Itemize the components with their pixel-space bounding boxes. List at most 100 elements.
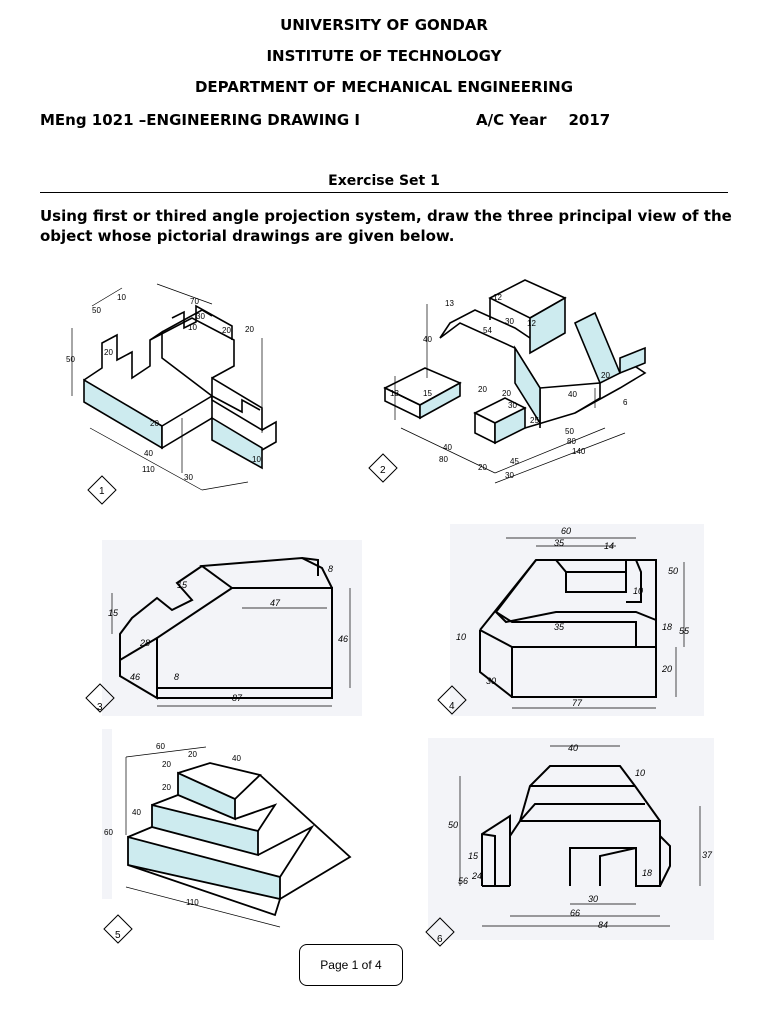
figure-3-number: 3 (97, 702, 103, 713)
figure-5-dim-d: 20 (162, 760, 171, 769)
figure-4-dim-l: 77 (572, 698, 583, 708)
figure-2-dim-c: 30 (505, 317, 514, 326)
figure-4-dim-k: 20 (661, 664, 672, 674)
figure-3-dim-c: 28 (139, 638, 150, 648)
figure-1-dim-n: 10 (252, 455, 261, 464)
figure-6-dim-i: 30 (588, 894, 598, 904)
figure-6-dim-c: 50 (448, 820, 458, 830)
figure-4-drawing: 60 35 14 50 10 10 35 18 55 30 20 77 4 (437, 524, 704, 716)
figure-3-dim-f: 46 (338, 634, 348, 644)
figure-4-dim-d: 50 (668, 566, 678, 576)
figure-2-dim-k: 30 (508, 401, 517, 410)
page-indicator: Page 1 of 4 (299, 944, 403, 986)
figure-6-dim-g: 37 (702, 850, 713, 860)
figure-3-dim-h: 8 (174, 672, 179, 682)
figure-2-dim-i: 20 (478, 385, 487, 394)
figure-3-dim-g: 46 (130, 672, 140, 682)
figure-4-number: 4 (449, 701, 455, 712)
figure-1-dim-i: 50 (66, 355, 75, 364)
institute-name: INSTITUTE OF TECHNOLOGY (266, 47, 502, 65)
figure-6-dim-a: 40 (568, 743, 578, 753)
figure-5-dim-c: 40 (232, 754, 241, 763)
figure-2-dim-d: 12 (527, 319, 536, 328)
figure-2-dim-t: 80 (439, 455, 448, 464)
figure-6-dim-d: 15 (468, 851, 479, 861)
figure-3-dim-d: 47 (270, 598, 281, 608)
figure-6-number-diamond (425, 917, 455, 947)
figure-5-dim-f: 40 (132, 808, 141, 817)
figure-4-number-diamond (437, 685, 467, 715)
figure-4-dim-g: 35 (554, 622, 565, 632)
figure-2-number-diamond (368, 453, 398, 483)
page-label: Page 1 of 4 (320, 958, 382, 972)
figure-3-dim-b: 15 (177, 580, 188, 590)
figure-2-dim-j: 20 (502, 389, 511, 398)
figure-4-dim-i: 55 (679, 626, 690, 636)
figure-5-dim-b: 20 (188, 750, 197, 759)
figure-4-dim-a: 60 (561, 526, 571, 536)
figure-2-dim-n: 20 (601, 371, 610, 380)
academic-year: A/C Year 2017 (476, 111, 610, 129)
figure-6: 40 10 50 15 56 24 37 18 30 66 84 6 (420, 736, 720, 952)
figure-6-dim-e: 56 (458, 876, 468, 886)
figure-2-dim-m: 40 (568, 390, 577, 399)
figure-2-dim-p: 50 (565, 427, 574, 436)
instruction-text: Using first or thired angle projection s… (40, 207, 732, 245)
figure-1-dim-a: 50 (92, 306, 101, 315)
figure-6-number: 6 (437, 934, 443, 945)
figure-5-drawing: 60 20 40 20 20 40 60 110 5 (102, 729, 352, 944)
figure-2-dim-r: 140 (572, 447, 586, 456)
figure-1-dim-m: 30 (184, 473, 193, 482)
figure-6-dim-b: 10 (635, 768, 645, 778)
figure-2-dim-h: 15 (423, 389, 432, 398)
figure-1-dim-b: 10 (117, 293, 126, 302)
figure-1-number: 1 (99, 486, 105, 497)
figure-3-drawing: 15 15 28 47 8 46 46 8 87 3 (85, 540, 362, 716)
figure-5: 60 20 40 20 20 40 60 110 5 (100, 727, 360, 949)
figure-1-dim-d: 70 (190, 297, 199, 306)
year-value: 2017 (568, 111, 611, 129)
figure-2: 12 13 30 12 54 40 13 15 20 20 30 25 40 2… (365, 268, 665, 498)
exercise-title: Exercise Set 1 (328, 173, 440, 189)
figure-1-drawing: 50 10 20 70 30 10 20 20 50 20 40 110 30 … (66, 283, 277, 505)
figure-6-dim-h: 18 (642, 868, 652, 878)
figure-1-dim-k: 40 (144, 449, 153, 458)
figure-3-dim-i: 87 (232, 693, 243, 703)
figure-6-background (428, 738, 714, 940)
course-title: MEng 1021 –ENGINEERING DRAWING I (40, 111, 360, 129)
figure-2-number: 2 (380, 465, 386, 476)
figure-4: 60 35 14 50 10 10 35 18 55 30 20 77 4 (436, 522, 706, 720)
university-name: UNIVERSITY OF GONDAR (280, 16, 488, 34)
figure-6-dim-f: 24 (471, 871, 482, 881)
figure-1-dim-h: 20 (245, 325, 254, 334)
figure-5-dim-g: 60 (104, 828, 113, 837)
figure-5-number-diamond (103, 914, 133, 944)
figure-5-dim-h: 110 (186, 898, 199, 907)
figure-2-dim-l: 25 (530, 416, 539, 425)
figure-4-dim-c: 14 (604, 541, 614, 551)
department-name: DEPARTMENT OF MECHANICAL ENGINEERING (194, 78, 574, 96)
figure-2-drawing: 12 13 30 12 54 40 13 15 20 20 30 25 40 2… (368, 279, 647, 484)
figure-1-dim-e: 30 (196, 312, 205, 321)
figure-2-dim-q: 80 (567, 437, 576, 446)
figure-4-dim-e: 10 (633, 586, 643, 596)
figure-6-drawing: 40 10 50 15 56 24 37 18 30 66 84 6 (425, 738, 714, 947)
figure-4-dim-f: 10 (456, 632, 466, 642)
figure-1-dim-c: 20 (104, 348, 113, 357)
year-label: A/C Year (476, 111, 547, 129)
figure-3-number-diamond (85, 683, 115, 713)
divider (40, 192, 728, 193)
figure-2-dim-b: 13 (445, 299, 454, 308)
figure-5-dim-e: 20 (162, 783, 171, 792)
figure-2-dim-f: 40 (423, 335, 432, 344)
figure-2-dim-w: 30 (505, 471, 514, 480)
figure-2-dim-e: 54 (483, 326, 492, 335)
figure-3-dim-e: 8 (328, 564, 333, 574)
figure-1: 50 10 20 70 30 10 20 20 50 20 40 110 30 … (62, 268, 308, 518)
figure-5-dim-a: 60 (156, 742, 165, 751)
figure-2-dim-a: 12 (493, 293, 502, 302)
figure-2-dim-s: 40 (443, 443, 452, 452)
figure-4-dim-j: 30 (486, 676, 496, 686)
figure-2-dim-o: 6 (623, 398, 628, 407)
figure-4-background (450, 524, 704, 716)
